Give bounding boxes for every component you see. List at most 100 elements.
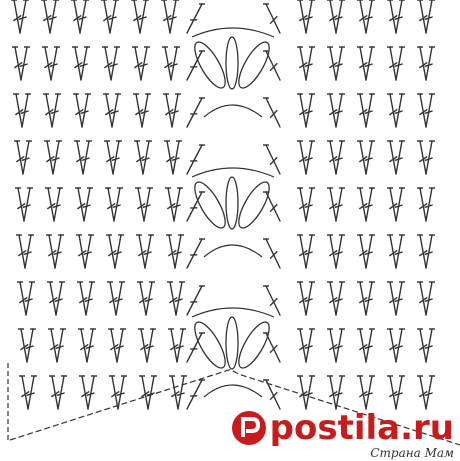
dc-stitch-symbol: [52, 187, 63, 222]
dc-stitch-symbol: [174, 281, 185, 316]
dc-stitch-symbol: [24, 281, 35, 316]
dc-stitch-symbol: [83, 234, 94, 269]
dc-stitch-symbol: [109, 375, 120, 410]
dc-stitch-symbol: [387, 234, 398, 269]
dc-stitch-symbol: [304, 375, 315, 410]
dc-stitch-symbol: [424, 46, 435, 81]
dc-stitch-symbol: [114, 281, 125, 316]
dc-stitch-symbol: [168, 0, 179, 34]
dc-stitch-symbol: [19, 375, 30, 410]
dc-stitch-symbol: [49, 46, 60, 81]
dc-stitch-symbol: [357, 234, 368, 269]
dc-stitch-symbol: [82, 187, 93, 222]
dc-stitch-symbol: [135, 187, 146, 222]
dc-stitch-symbol: [170, 93, 181, 128]
chain-arc: [191, 27, 275, 38]
dc-stitch-symbol: [105, 187, 116, 222]
dc-stitch-symbol: [364, 46, 375, 81]
petal-stitch: [238, 181, 270, 229]
dc-stitch-symbol: [163, 93, 174, 128]
dc-stitch-symbol: [45, 187, 56, 222]
dc-stitch-symbol: [387, 375, 398, 410]
petal-stitch: [225, 176, 239, 230]
dc-stitch-symbol: [334, 187, 345, 222]
dc-stitch-symbol: [297, 328, 308, 363]
dc-stitch-symbol: [107, 281, 118, 316]
dc-stitch-symbol: [263, 144, 281, 175]
dc-stitch-symbol: [297, 375, 308, 410]
petal-stitch: [225, 36, 239, 90]
dc-stitch-symbol: [417, 328, 428, 363]
dc-stitch-symbol: [13, 93, 24, 128]
dc-stitch-symbol: [108, 0, 119, 34]
dc-stitch-symbol: [417, 93, 428, 128]
dc-stitch-symbol: [263, 3, 281, 34]
dc-stitch-symbol: [41, 0, 52, 34]
dc-stitch-symbol: [164, 140, 175, 175]
dc-stitch-symbol: [297, 46, 308, 81]
dc-stitch-symbol: [16, 234, 27, 269]
dc-stitch-symbol: [44, 140, 55, 175]
dc-stitch-symbol: [357, 281, 368, 316]
dc-stitch-symbol: [186, 379, 205, 410]
dc-stitch-symbol: [161, 0, 172, 34]
petal-stitch: [225, 316, 239, 370]
watermark-brand: postila.ru: [269, 408, 454, 448]
dc-stitch-symbol: [50, 93, 61, 128]
dc-stitch-symbol: [424, 281, 435, 316]
dc-stitch-symbol: [364, 375, 375, 410]
dc-stitch-symbol: [364, 140, 375, 175]
dc-stitch-symbol: [165, 187, 176, 222]
dc-stitch-symbol: [17, 281, 28, 316]
chain-arc: [191, 307, 275, 318]
petal-stitch: [194, 321, 226, 369]
dc-stitch-symbol: [263, 191, 281, 222]
dc-stitch-symbol: [357, 375, 368, 410]
postila-watermark: postila.ru: [230, 409, 454, 447]
dc-stitch-symbol: [22, 187, 33, 222]
dc-stitch-symbol: [108, 328, 119, 363]
dc-stitch-symbol: [134, 140, 145, 175]
dc-stitch-symbol: [171, 140, 182, 175]
chain-arc: [203, 104, 263, 118]
dc-stitch-symbol: [84, 281, 95, 316]
dc-stitch-symbol: [424, 328, 435, 363]
dc-stitch-symbol: [417, 281, 428, 316]
dc-stitch-symbol: [364, 93, 375, 128]
dc-stitch-symbol: [186, 3, 205, 34]
dc-stitch-symbol: [297, 140, 308, 175]
dc-stitch-symbol: [81, 140, 92, 175]
dc-stitch-symbol: [167, 281, 178, 316]
dc-stitch-symbol: [55, 328, 66, 363]
dc-stitch-symbol: [417, 375, 428, 410]
dc-stitch-symbol: [11, 0, 22, 34]
dc-stitch-symbol: [417, 46, 428, 81]
dc-stitch-symbol: [357, 0, 368, 34]
dc-stitch-symbol: [304, 187, 315, 222]
dc-stitch-symbol: [364, 281, 375, 316]
dc-stitch-symbol: [417, 187, 428, 222]
dc-stitch-symbol: [357, 187, 368, 222]
dc-stitch-symbol: [327, 187, 338, 222]
dc-stitch-symbol: [109, 46, 120, 81]
dc-stitch-symbol: [186, 285, 205, 316]
dc-stitch-symbol: [79, 46, 90, 81]
dc-stitch-symbol: [394, 93, 405, 128]
dc-stitch-symbol: [143, 234, 154, 269]
dc-stitch-symbol: [141, 140, 152, 175]
dc-stitch-symbol: [424, 234, 435, 269]
dc-stitch-symbol: [78, 328, 89, 363]
dc-stitch-symbol: [146, 375, 157, 410]
dc-stitch-symbol: [327, 328, 338, 363]
dc-stitch-symbol: [131, 0, 142, 34]
dc-stitch-symbol: [74, 140, 85, 175]
dc-stitch-symbol: [145, 328, 156, 363]
dc-stitch-symbol: [76, 234, 87, 269]
dc-stitch-symbol: [48, 328, 59, 363]
dc-stitch-symbol: [46, 234, 57, 269]
dc-stitch-symbol: [263, 285, 281, 316]
dc-stitch-symbol: [85, 328, 96, 363]
dc-stitch-symbol: [166, 234, 177, 269]
dc-stitch-symbol: [357, 93, 368, 128]
